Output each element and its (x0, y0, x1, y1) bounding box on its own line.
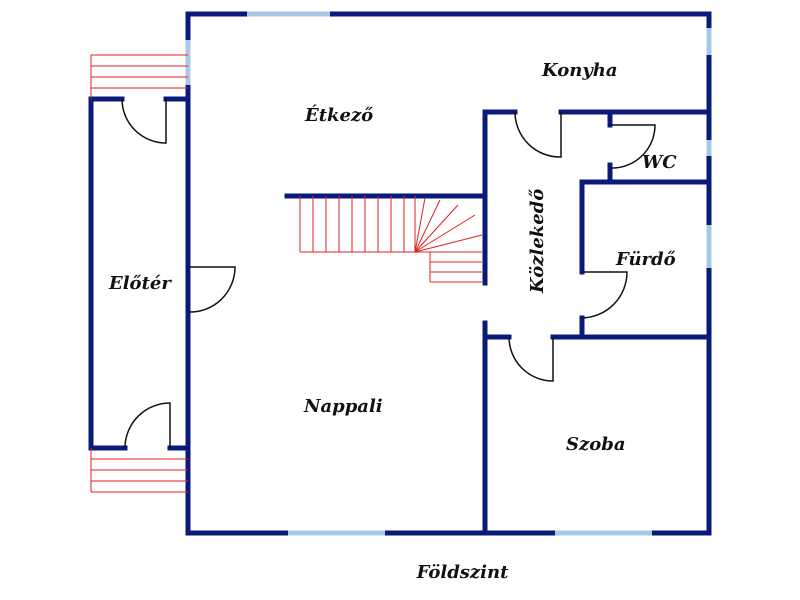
door-living (187, 266, 236, 313)
door-entry-bottom (124, 402, 171, 449)
room-label-szoba: Szoba (566, 434, 625, 455)
door-wc (609, 124, 656, 169)
door-room (508, 336, 554, 382)
door-kitchen (514, 111, 562, 158)
door-bath (581, 271, 628, 319)
door-entry-top (121, 98, 167, 144)
room-label-furdo: Fürdő (615, 249, 676, 270)
room-label-nappali: Nappali (303, 396, 383, 417)
doors (121, 98, 656, 449)
room-label-etkezo: Étkező (304, 103, 373, 126)
room-label-konyha: Konyha (541, 60, 618, 81)
entry-walls (88, 96, 191, 451)
room-label-kozlekedo: Közlekedő (527, 189, 548, 294)
floor-caption: Földszint (416, 562, 509, 583)
interior-walls (284, 109, 712, 536)
room-label-wc: WC (642, 152, 677, 173)
staircase (299, 196, 483, 283)
terrace-steps-bottom (90, 448, 188, 493)
terrace-steps-top (90, 54, 188, 99)
outer-walls (185, 11, 712, 536)
room-label-eloter: Előtér (108, 273, 172, 294)
windows (185, 11, 712, 536)
